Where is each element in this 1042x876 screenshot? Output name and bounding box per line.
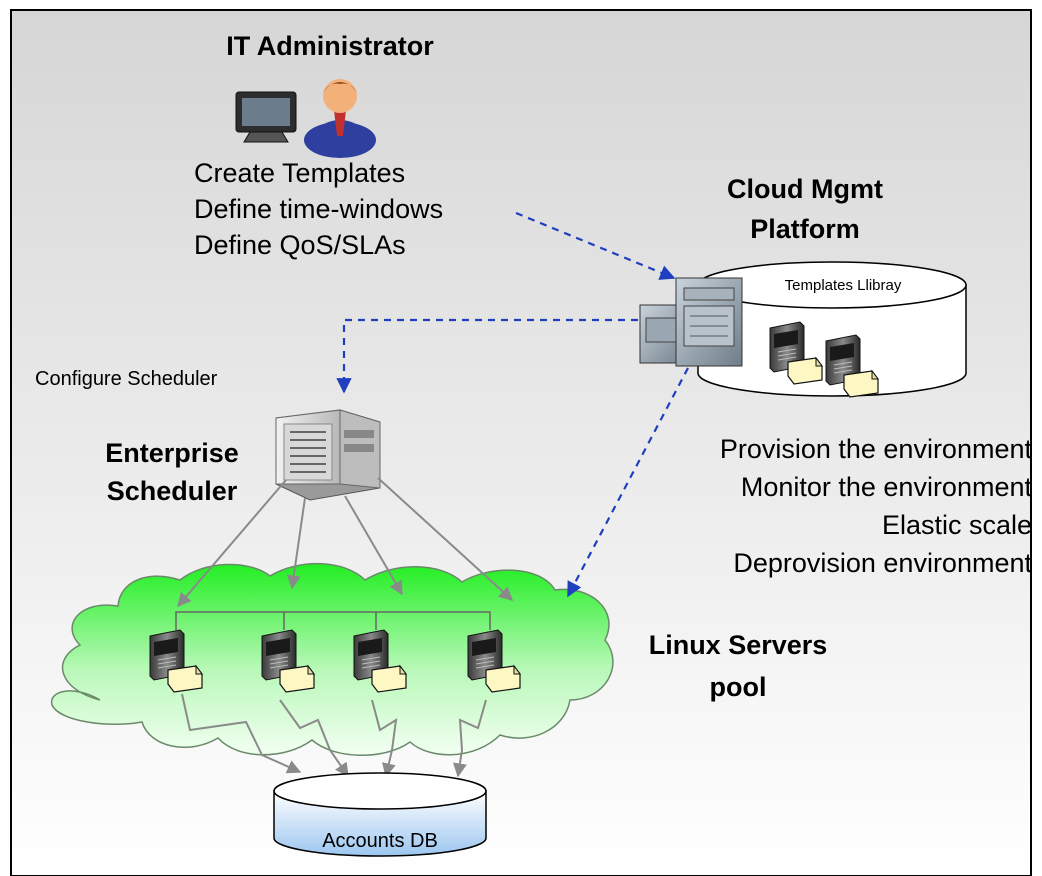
platform-title-line1: Cloud Mgmt bbox=[727, 174, 883, 204]
administrator-icon bbox=[235, 79, 376, 158]
scheduler-title-line1: Enterprise bbox=[105, 438, 239, 468]
accounts-db-label: Accounts DB bbox=[322, 830, 438, 852]
admin-task-3: Define QoS/SLAs bbox=[194, 230, 406, 260]
scheduler-connectors bbox=[177, 477, 514, 608]
templates-library-label: Templates Llibray bbox=[785, 277, 902, 294]
provision-line-2: Monitor the environment bbox=[741, 472, 1033, 502]
db-connectors bbox=[181, 693, 487, 778]
platform-title-line2: Platform bbox=[750, 214, 860, 244]
dashed-arrows bbox=[336, 211, 689, 598]
provision-line-1: Provision the environment bbox=[720, 434, 1033, 464]
enterprise-scheduler-server-icon bbox=[275, 409, 381, 501]
platform-to-pool-arrow bbox=[567, 367, 689, 598]
cloud-platform-server-icon bbox=[639, 277, 743, 367]
pool-title-line1: Linux Servers bbox=[649, 630, 828, 660]
configure-scheduler-label: Configure Scheduler bbox=[35, 368, 218, 390]
pool-title-line2: pool bbox=[710, 672, 767, 702]
admin-task-2: Define time-windows bbox=[194, 194, 443, 224]
platform-to-scheduler-arrow bbox=[336, 318, 638, 394]
accounts-db-cylinder bbox=[273, 772, 487, 857]
admin-task-1: Create Templates bbox=[194, 158, 405, 188]
provision-line-3: Elastic scale bbox=[882, 510, 1032, 540]
scheduler-title-line2: Scheduler bbox=[107, 476, 238, 506]
admin-title: IT Administrator bbox=[226, 31, 434, 61]
pool-bus bbox=[175, 611, 491, 630]
admin-to-platform-arrow bbox=[515, 211, 676, 280]
provision-line-4: Deprovision environment bbox=[733, 548, 1032, 578]
